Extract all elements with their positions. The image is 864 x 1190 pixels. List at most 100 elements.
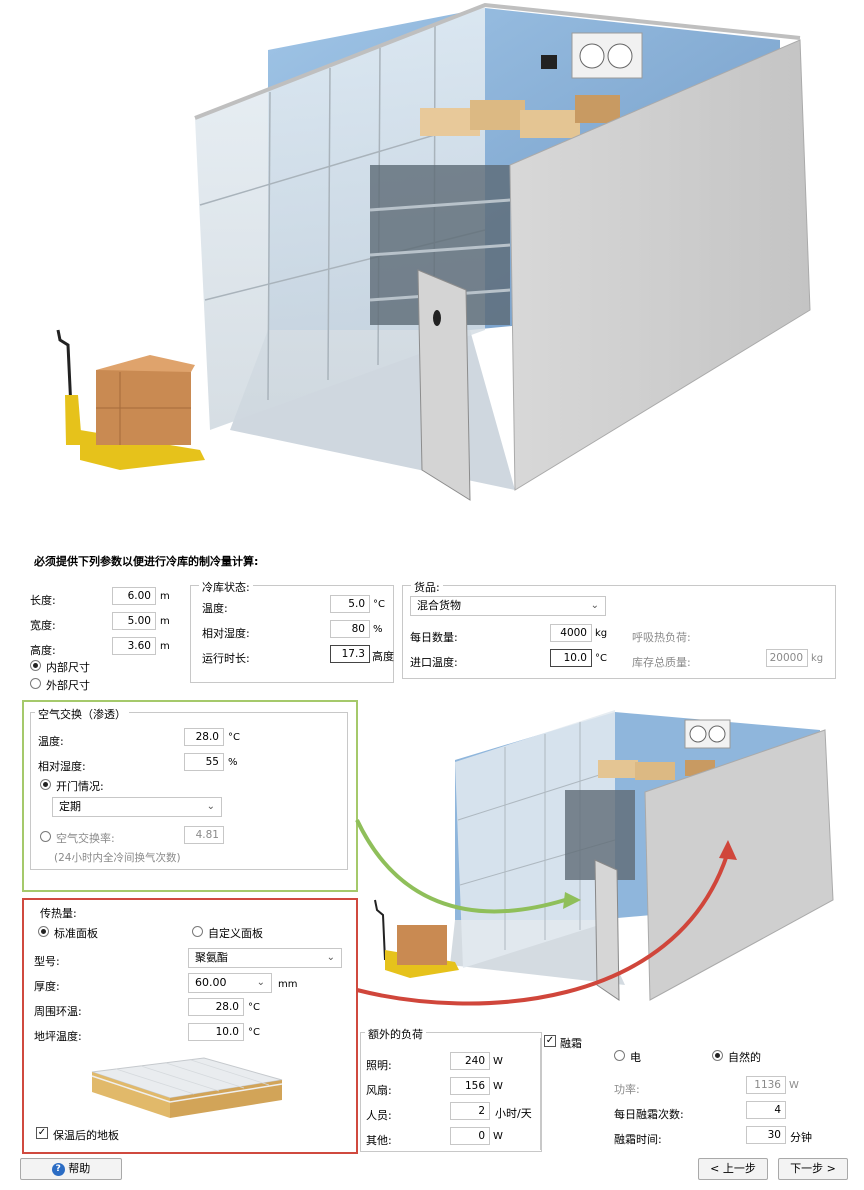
- defrost-duration-label: 融霜时间:: [614, 1133, 662, 1146]
- storage-unit: kg: [811, 653, 824, 664]
- entry-temp-input[interactable]: 10.0: [550, 649, 592, 667]
- cold-room-legend: 冷库状态:: [199, 579, 253, 595]
- room-humidity-unit: %: [373, 624, 383, 635]
- inner-dimensions-radio[interactable]: [30, 660, 41, 671]
- width-input[interactable]: 5.00: [112, 612, 156, 630]
- inner-dimensions-label: 内部尺寸: [46, 661, 90, 674]
- air-exchange-rate-note: (24小时内全冷间换气次数): [54, 852, 181, 864]
- height-label: 高度:: [30, 644, 56, 657]
- storage-label: 库存总质量:: [632, 656, 691, 669]
- runtime-label: 运行时长:: [202, 652, 250, 665]
- entry-temp-label: 进口温度:: [410, 656, 458, 669]
- door-opening-select[interactable]: 定期 ⌄: [52, 797, 222, 817]
- floor-temp-label: 地坪温度:: [34, 1030, 82, 1043]
- chevron-down-icon: ⌄: [206, 801, 215, 812]
- goods-legend: 货品:: [411, 579, 443, 595]
- defrost-power-label: 功率:: [614, 1083, 640, 1096]
- help-button[interactable]: ? 帮助: [20, 1158, 122, 1180]
- green-arrow: [355, 819, 566, 914]
- thickness-select[interactable]: 60.00 ⌄: [188, 973, 272, 993]
- air-humidity-unit: %: [228, 757, 238, 768]
- width-unit: m: [160, 616, 170, 627]
- respiration-label: 呼吸热负荷:: [632, 631, 691, 644]
- other-input[interactable]: 0: [450, 1127, 490, 1145]
- custom-panel-radio[interactable]: [192, 926, 203, 937]
- people-label: 人员:: [366, 1109, 392, 1122]
- floor-temp-unit: °C: [248, 1027, 260, 1038]
- standard-panel-radio[interactable]: [38, 926, 49, 937]
- people-input[interactable]: 2: [450, 1102, 490, 1120]
- defrost-checkbox[interactable]: ✓: [544, 1035, 556, 1047]
- air-exchange-rate-label: 空气交换率:: [56, 832, 115, 845]
- door-opening-label: 开门情况:: [56, 780, 104, 793]
- air-exchange-group: 空气交换（渗透）: [30, 706, 348, 870]
- air-humidity-input[interactable]: 55: [184, 753, 224, 771]
- previous-button-label: < 上一步: [710, 1162, 756, 1175]
- room-humidity-input[interactable]: 80: [330, 620, 370, 638]
- red-arrow: [356, 854, 729, 1006]
- length-input[interactable]: 6.00: [112, 587, 156, 605]
- model-select[interactable]: 聚氨酯 ⌄: [188, 948, 342, 968]
- extra-loads-legend: 额外的负荷: [365, 1026, 426, 1042]
- next-button[interactable]: 下一步 >: [778, 1158, 848, 1180]
- chevron-down-icon: ⌄: [326, 952, 335, 963]
- air-temp-input[interactable]: 28.0: [184, 728, 224, 746]
- ambient-temp-label: 周围环温:: [34, 1005, 82, 1018]
- help-button-label: 帮助: [68, 1162, 91, 1175]
- other-unit: W: [493, 1131, 503, 1142]
- air-exchange-rate-radio[interactable]: [40, 831, 51, 842]
- fans-label: 风扇:: [366, 1084, 392, 1097]
- defrost-duration-unit: 分钟: [790, 1131, 812, 1144]
- outer-dimensions-label: 外部尺寸: [46, 679, 90, 692]
- entry-temp-unit: °C: [595, 653, 607, 664]
- extra-loads-group: 额外的负荷: [360, 1026, 542, 1152]
- daily-qty-input[interactable]: 4000: [550, 624, 592, 642]
- natural-defrost-label: 自然的: [728, 1051, 761, 1064]
- natural-defrost-radio[interactable]: [712, 1050, 723, 1061]
- defrost-times-label: 每日融霜次数:: [614, 1108, 684, 1121]
- standard-panel-label: 标准面板: [54, 927, 98, 940]
- lighting-unit: W: [493, 1056, 503, 1067]
- heat-transfer-highlight: [22, 898, 358, 1154]
- ambient-temp-unit: °C: [248, 1002, 260, 1013]
- goods-type-select[interactable]: 混合货物 ⌄: [410, 596, 606, 616]
- defrost-times-input[interactable]: 4: [746, 1101, 786, 1119]
- height-input[interactable]: 3.60: [112, 637, 156, 655]
- room-temp-label: 温度:: [202, 602, 228, 615]
- width-label: 宽度:: [30, 619, 56, 632]
- floor-temp-input[interactable]: 10.0: [188, 1023, 244, 1041]
- lighting-input[interactable]: 240: [450, 1052, 490, 1070]
- ambient-temp-input[interactable]: 28.0: [188, 998, 244, 1016]
- runtime-unit: 高度: [372, 650, 394, 663]
- room-temp-unit: °C: [373, 599, 385, 610]
- insulated-floor-checkbox[interactable]: ✓: [36, 1127, 48, 1139]
- air-temp-label: 温度:: [38, 735, 64, 748]
- thickness-label: 厚度:: [34, 980, 60, 993]
- defrost-power-input: 1136: [746, 1076, 786, 1094]
- previous-button[interactable]: < 上一步: [698, 1158, 768, 1180]
- air-humidity-label: 相对湿度:: [38, 760, 86, 773]
- height-unit: m: [160, 641, 170, 652]
- model-value: 聚氨酯: [195, 951, 228, 964]
- cold-room-diagram: [355, 710, 834, 1006]
- defrost-power-unit: W: [789, 1080, 799, 1091]
- custom-panel-label: 自定义面板: [208, 927, 263, 940]
- heat-transfer-legend: 传热量:: [40, 907, 77, 920]
- length-label: 长度:: [30, 594, 56, 607]
- other-label: 其他:: [366, 1134, 392, 1147]
- instruction-text: 必须提供下列参数以便进行冷库的制冷量计算:: [34, 555, 259, 568]
- room-temp-input[interactable]: 5.0: [330, 595, 370, 613]
- insulated-floor-label: 保温后的地板: [53, 1129, 119, 1142]
- defrost-duration-input[interactable]: 30: [746, 1126, 786, 1144]
- electric-defrost-radio[interactable]: [614, 1050, 625, 1061]
- people-unit: 小时/天: [495, 1107, 532, 1120]
- thickness-value: 60.00: [195, 976, 227, 989]
- door-opening-radio[interactable]: [40, 779, 51, 790]
- chevron-down-icon: ⌄: [590, 600, 599, 611]
- runtime-input[interactable]: 17.3: [330, 645, 370, 663]
- insulation-panel-illustration: [91, 1057, 283, 1118]
- help-icon: ?: [51, 1162, 65, 1176]
- outer-dimensions-radio[interactable]: [30, 678, 41, 689]
- fans-input[interactable]: 156: [450, 1077, 490, 1095]
- air-temp-unit: °C: [228, 732, 240, 743]
